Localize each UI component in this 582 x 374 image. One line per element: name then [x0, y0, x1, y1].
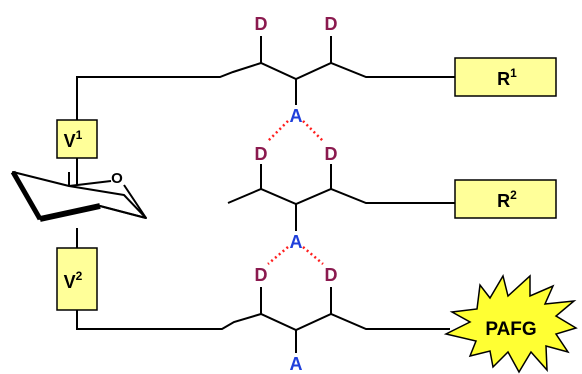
v2-label-base: V	[64, 272, 76, 292]
ring-oxygen-edge	[123, 184, 147, 219]
hbond-2-right	[302, 246, 324, 265]
donor-label-middle-left: D	[255, 144, 268, 164]
v2-box-rect	[56, 247, 98, 311]
hbond-1-left	[267, 120, 289, 142]
bottom-strand	[76, 287, 450, 353]
r2-box-rect	[454, 179, 557, 219]
v1-box-rect	[56, 119, 98, 159]
r1-label-base: R	[497, 69, 510, 89]
v1-label: V1	[64, 128, 83, 151]
ring-top-edge	[68, 180, 112, 187]
v2-label: V2	[64, 269, 83, 292]
donor-label-top-right: D	[325, 14, 338, 34]
r1-box-rect	[454, 57, 557, 97]
middle-backbone	[227, 187, 455, 206]
pafg-starburst: PAFG	[443, 274, 578, 374]
donor-label-bottom-right: D	[325, 265, 338, 285]
sugar-ring	[10, 167, 147, 222]
donor-label-top-left: D	[255, 14, 268, 34]
middle-strand	[227, 164, 455, 231]
v1-label-sup: 1	[76, 128, 83, 142]
acceptor-label-top: A	[290, 106, 303, 126]
pafg-star-shape	[443, 274, 578, 374]
ring-oxygen-mask	[108, 167, 126, 185]
v2-box: V2	[56, 247, 98, 311]
ring-bold-edge-right	[99, 205, 147, 219]
hbond-2-left	[267, 246, 289, 265]
hydrogen-bonds	[267, 120, 324, 265]
ring-bold-edge-front	[10, 170, 43, 221]
ring-oxygen-atom: O	[111, 170, 123, 187]
r1-label: R1	[497, 66, 517, 89]
bottom-backbone	[76, 310, 450, 332]
v1-label-base: V	[64, 131, 76, 151]
r2-label: R2	[497, 188, 517, 211]
ring-bold-edge-left	[39, 203, 101, 222]
donor-label-middle-right: D	[325, 144, 338, 164]
r2-box: R2	[454, 179, 557, 219]
donor-label-bottom-left: D	[255, 265, 268, 285]
acceptor-label-middle: A	[290, 232, 303, 252]
r2-label-base: R	[497, 191, 510, 211]
hbond-1-right	[302, 120, 324, 142]
da-labels: D D A D D A D D A	[255, 14, 338, 374]
top-backbone	[76, 61, 455, 120]
acceptor-label-bottom: A	[290, 354, 303, 374]
v1-box: V1	[56, 119, 98, 159]
pafg-label: PAFG	[485, 319, 536, 340]
r1-box: R1	[454, 57, 557, 97]
r1-label-sup: 1	[510, 66, 517, 80]
top-strand	[76, 36, 455, 120]
r2-label-sup: 2	[510, 188, 517, 202]
v2-label-sup: 2	[76, 269, 83, 283]
